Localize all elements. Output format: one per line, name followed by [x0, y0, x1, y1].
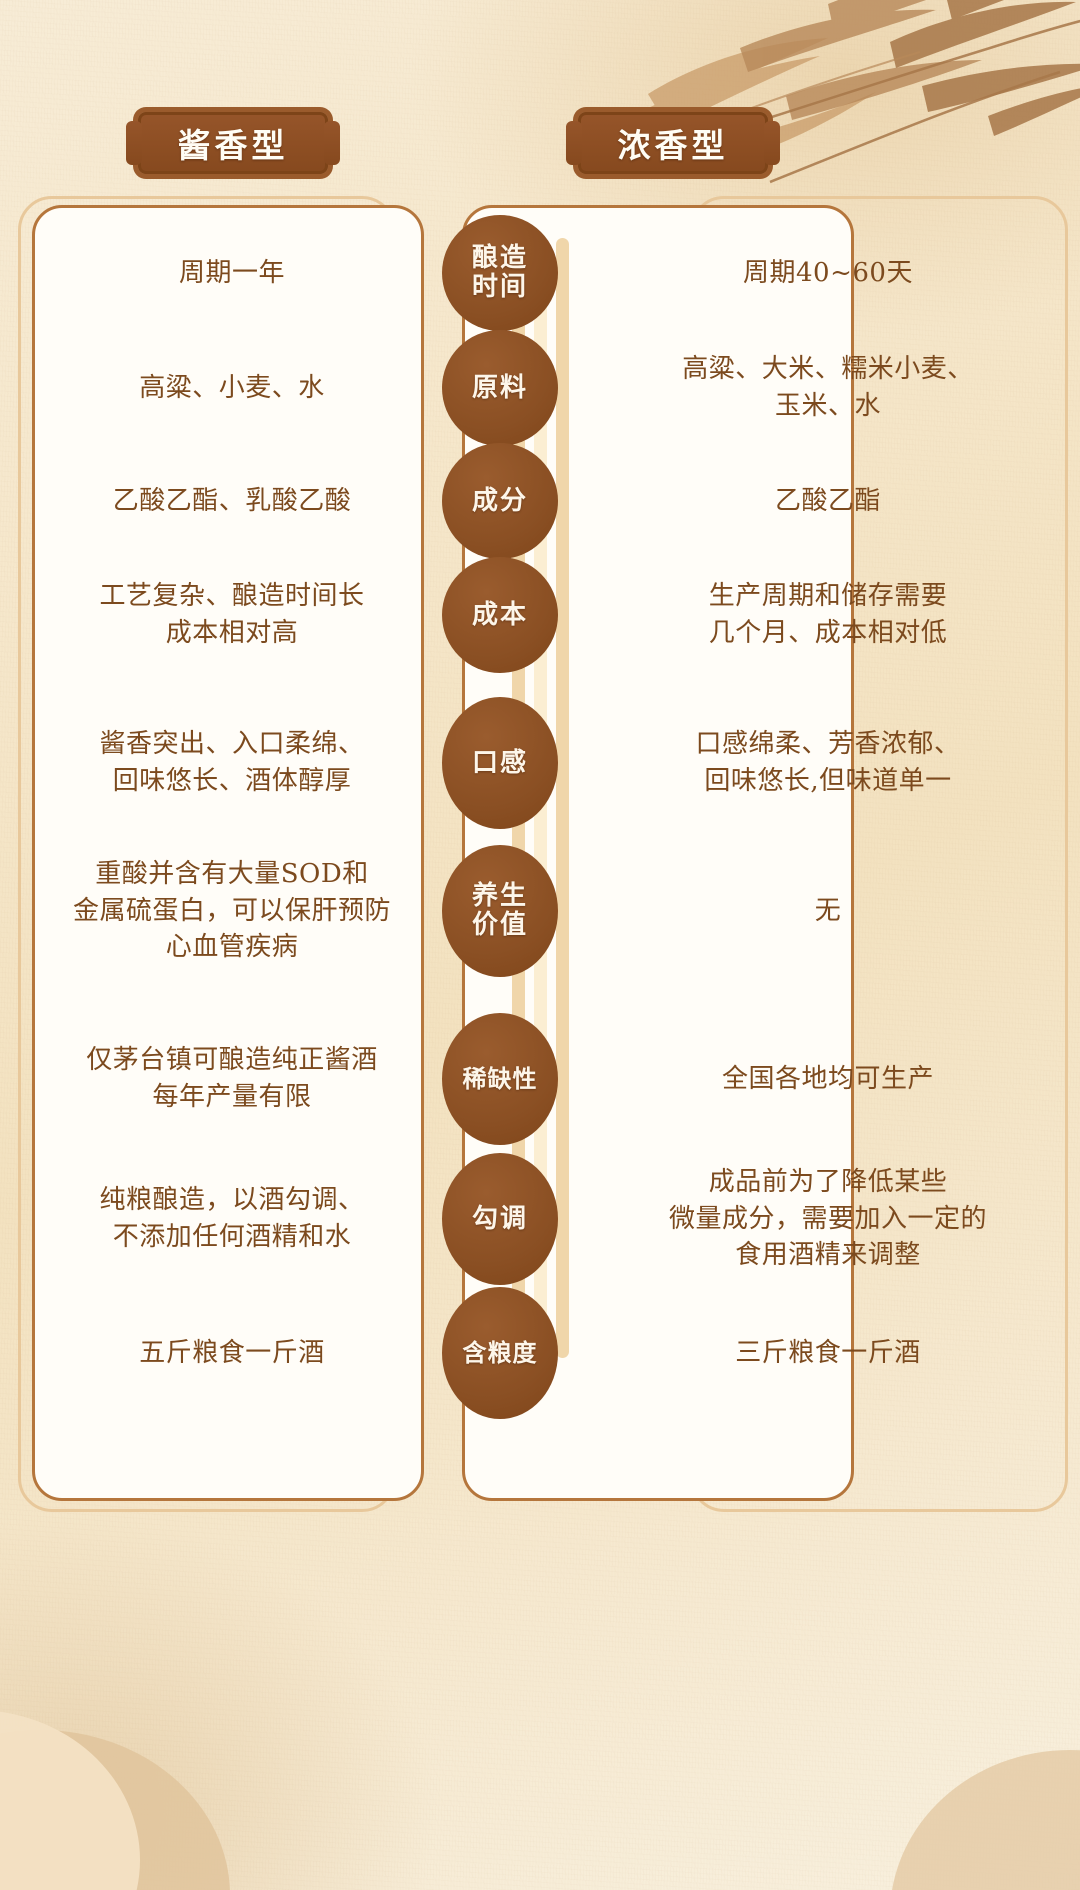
- row-value-right: 全国各地均可生产: [721, 1063, 934, 1094]
- row-value-right: 乙酸乙酯: [774, 485, 881, 516]
- row-value-left: 高粱、小麦、水: [139, 372, 325, 403]
- comparison-row: 酱香突出、入口柔绵、 回味悠长、酒体醇厚 口感 口感绵柔、芳香浓郁、 回味悠长,但味…: [0, 697, 1080, 829]
- category-badge: 成本: [442, 557, 558, 673]
- row-value-left: 仅茅台镇可酿造纯正酱酒 每年产量有限: [86, 1045, 378, 1112]
- row-value-left: 乙酸乙酯、乳酸乙酸: [112, 485, 352, 516]
- row-value-right: 三斤粮食一斤酒: [735, 1337, 921, 1368]
- comparison-row: 纯粮酿造，以酒勾调、 不添加任何酒精和水 勾调 成品前为了降低某些 微量成分，需要加…: [0, 1153, 1080, 1285]
- header-plaque-right: 浓香型: [566, 112, 780, 174]
- row-value-right: 周期40~60天: [743, 257, 913, 288]
- card-sauce-aroma: [32, 205, 424, 1501]
- category-badge: 口感: [442, 697, 558, 829]
- category-badge: 养生 价值: [442, 845, 558, 977]
- comparison-row: 乙酸乙酯、乳酸乙酸 成分 乙酸乙酯: [0, 443, 1080, 559]
- row-value-left: 酱香突出、入口柔绵、 回味悠长、酒体醇厚: [99, 729, 365, 796]
- category-badge: 原料: [442, 330, 558, 446]
- row-value-right: 成品前为了降低某些 微量成分，需要加入一定的 食用酒精来调整: [668, 1166, 987, 1271]
- comparison-row: 五斤粮食一斤酒 含粮度 三斤粮食一斤酒: [0, 1287, 1080, 1419]
- row-value-right: 高粱、大米、糯米小麦、 玉米、水: [682, 354, 974, 421]
- comparison-row: 周期一年 酿造 时间 周期40~60天: [0, 215, 1080, 331]
- row-value-right: 生产周期和储存需要 几个月、成本相对低: [708, 581, 948, 648]
- row-value-left: 五斤粮食一斤酒: [139, 1337, 325, 1368]
- category-badge: 含粮度: [442, 1287, 558, 1419]
- row-value-right: 口感绵柔、芳香浓郁、 回味悠长,但味道单一: [695, 729, 961, 796]
- row-value-left: 纯粮酿造，以酒勾调、 不添加任何酒精和水: [99, 1185, 365, 1252]
- comparison-row: 仅茅台镇可酿造纯正酱酒 每年产量有限稀缺性 全国各地均可生产: [0, 1013, 1080, 1145]
- category-badge: 稀缺性: [442, 1013, 558, 1145]
- row-value-left: 重酸并含有大量SOD和 金属硫蛋白，可以保肝预防 心血管疾病: [72, 858, 391, 963]
- header-title-left: 酱香型: [177, 126, 289, 165]
- category-badge: 成分: [442, 443, 558, 559]
- row-value-left: 工艺复杂、酿造时间长 成本相对高: [99, 581, 365, 648]
- row-value-left: 周期一年: [178, 257, 285, 288]
- comparison-row: 高粱、小麦、水 原料 高粱、大米、糯米小麦、 玉米、水: [0, 330, 1080, 446]
- plaque-shape-left: [126, 112, 340, 174]
- header-title-right: 浓香型: [617, 126, 729, 165]
- category-badge: 勾调: [442, 1153, 558, 1285]
- comparison-row: 重酸并含有大量SOD和 金属硫蛋白，可以保肝预防 心血管疾病养生 价值 无: [0, 845, 1080, 977]
- comparison-row: 工艺复杂、酿造时间长 成本相对高 成本 生产周期和储存需要 几个月、成本相对低: [0, 557, 1080, 673]
- header-plaque-left: 酱香型: [126, 112, 340, 174]
- row-value-right: 无: [814, 895, 842, 926]
- category-badge: 酿造 时间: [442, 215, 558, 331]
